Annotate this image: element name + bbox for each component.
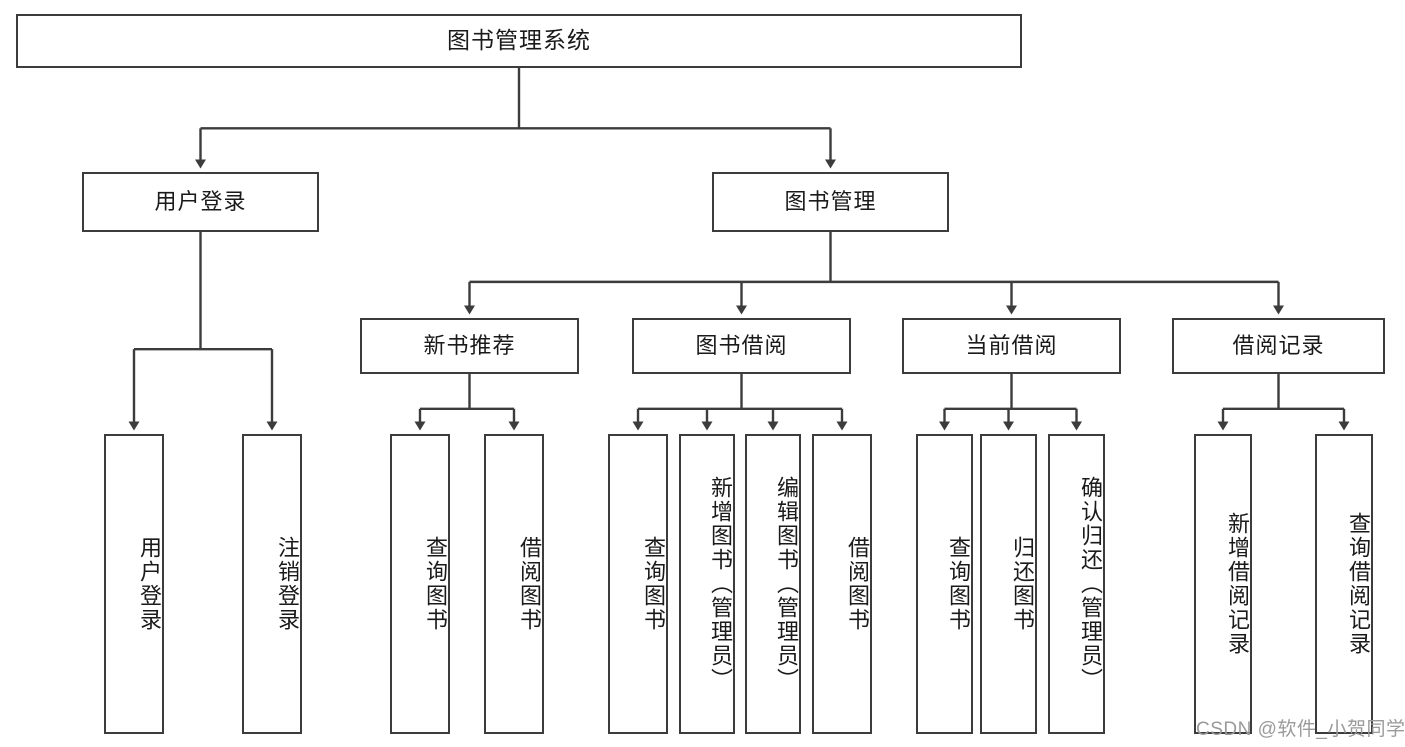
node-root[interactable]: 图书管理系统 xyxy=(16,14,1022,68)
node-leaf-nb-b[interactable]: 借阅图书 xyxy=(484,434,544,734)
node-current[interactable]: 当前借阅 xyxy=(902,318,1121,374)
node-leaf-re-add[interactable]: 新增借阅记录 xyxy=(1194,434,1252,734)
node-login[interactable]: 用户登录 xyxy=(82,172,319,232)
node-leaf-cu-q[interactable]: 查询图书 xyxy=(916,434,973,734)
node-leaf-cu-c[interactable]: 确认归还（管理员） xyxy=(1048,434,1105,734)
node-borrow[interactable]: 图书借阅 xyxy=(632,318,851,374)
node-newbook[interactable]: 新书推荐 xyxy=(360,318,579,374)
node-leaf-logout[interactable]: 注销登录 xyxy=(242,434,302,734)
node-leaf-bo-add[interactable]: 新增图书（管理员） xyxy=(679,434,735,734)
node-leaf-cu-r[interactable]: 归还图书 xyxy=(980,434,1037,734)
node-bookmgmt[interactable]: 图书管理 xyxy=(712,172,949,232)
node-leaf-bo-q[interactable]: 查询图书 xyxy=(608,434,668,734)
node-leaf-nb-q[interactable]: 查询图书 xyxy=(390,434,450,734)
node-records[interactable]: 借阅记录 xyxy=(1172,318,1385,374)
node-leaf-bo-ed[interactable]: 编辑图书（管理员） xyxy=(745,434,801,734)
node-leaf-re-q[interactable]: 查询借阅记录 xyxy=(1315,434,1373,734)
node-leaf-bo-bw[interactable]: 借阅图书 xyxy=(812,434,872,734)
node-leaf-login[interactable]: 用户登录 xyxy=(104,434,164,734)
